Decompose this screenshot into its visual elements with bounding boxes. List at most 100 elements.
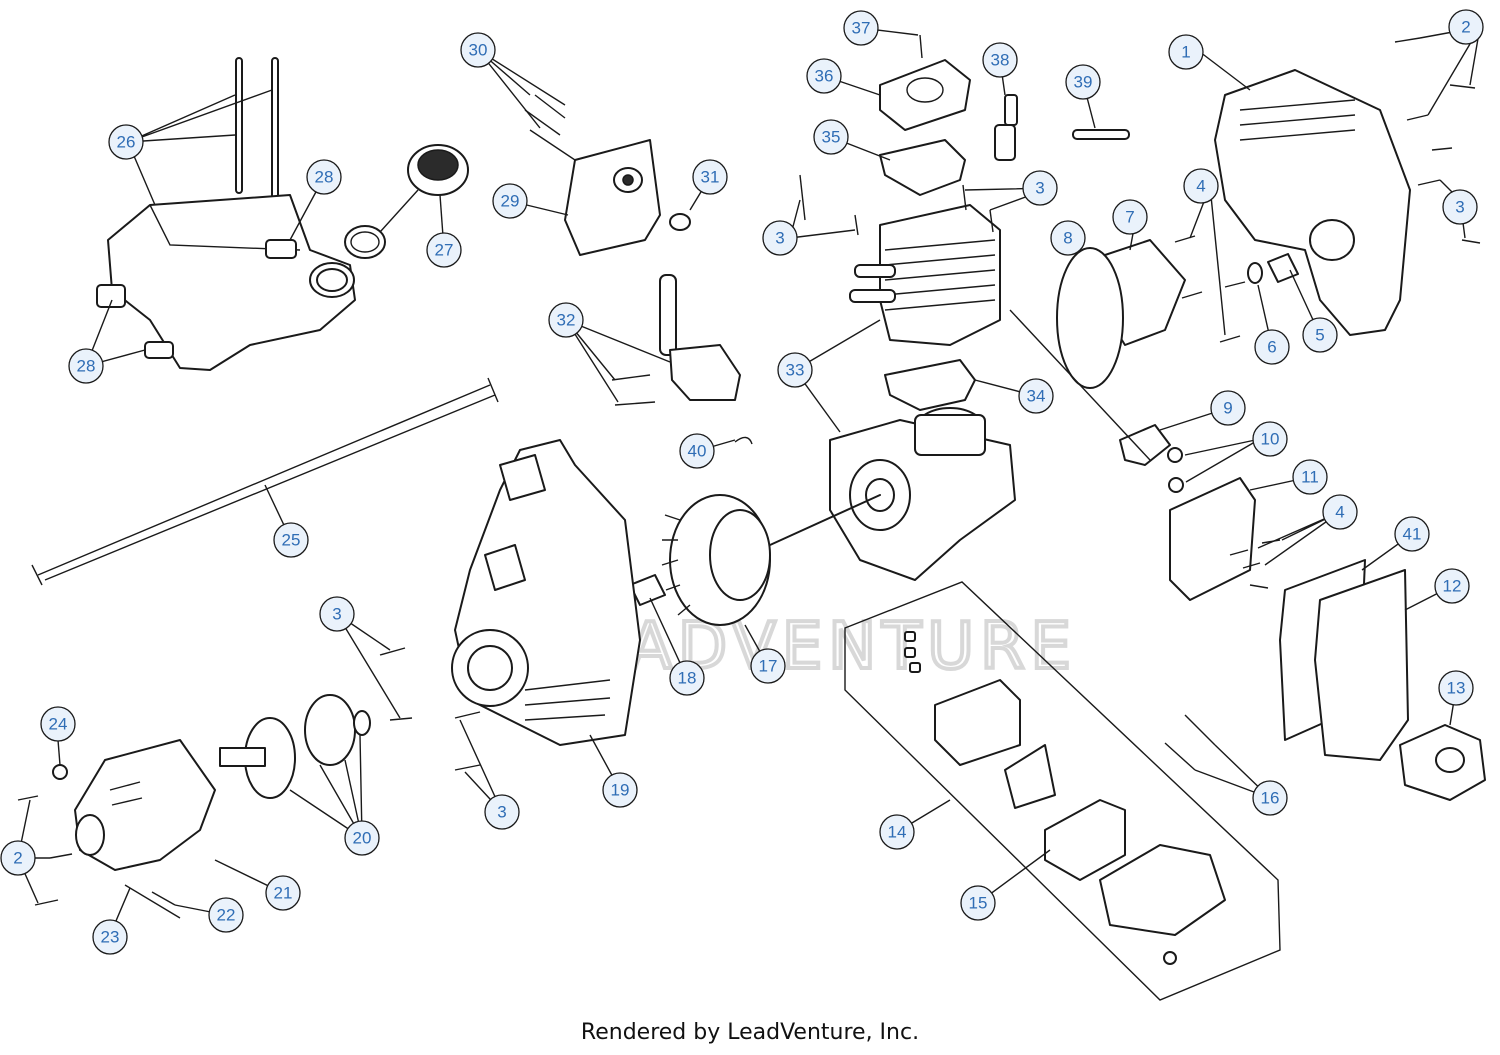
callout-4: 4 [1322, 494, 1358, 530]
part-17-flywheel [661, 494, 771, 626]
part-9-gasket [1119, 424, 1171, 466]
part-39-pin [1072, 129, 1130, 140]
callout-30: 30 [460, 32, 496, 68]
svg-text:13: 13 [1447, 679, 1466, 698]
callout-4: 4 [1183, 168, 1219, 204]
part-15-filter-element [1044, 799, 1126, 881]
callout-3: 3 [762, 220, 798, 256]
callout-27: 27 [426, 232, 462, 268]
callout-35: 35 [813, 119, 849, 155]
credit-text: Rendered by LeadVenture, Inc. [580, 1020, 920, 1045]
part-36-cylinder-cover [879, 59, 971, 131]
part-6-washer [1247, 262, 1263, 284]
svg-text:1: 1 [1181, 43, 1190, 62]
callout-31: 31 [692, 159, 728, 195]
callout-3: 3 [1022, 170, 1058, 206]
part-11-carb-housing [1169, 477, 1256, 601]
callout-37: 37 [843, 10, 879, 46]
svg-text:20: 20 [353, 829, 372, 848]
part-21-gear-head [74, 739, 216, 871]
svg-text:35: 35 [822, 128, 841, 147]
callout-7: 7 [1112, 199, 1148, 235]
svg-text:3: 3 [497, 803, 506, 822]
callout-20: 20 [344, 820, 380, 856]
svg-text:28: 28 [77, 357, 96, 376]
part-40-clip [734, 436, 753, 445]
part-32-ignition-coil [611, 274, 741, 406]
part-20-clutch [219, 694, 371, 799]
svg-text:6: 6 [1267, 338, 1276, 357]
svg-text:25: 25 [282, 531, 301, 550]
svg-text:39: 39 [1074, 73, 1093, 92]
part-3-screws-cylinder [799, 34, 994, 236]
svg-text:7: 7 [1125, 208, 1134, 227]
svg-text:38: 38 [991, 51, 1010, 70]
svg-text:3: 3 [1455, 198, 1464, 217]
svg-text:41: 41 [1403, 525, 1422, 544]
svg-text:5: 5 [1315, 326, 1324, 345]
callout-19: 19 [602, 772, 638, 808]
svg-text:28: 28 [315, 168, 334, 187]
part-5-fitting [1267, 253, 1299, 283]
svg-text:3: 3 [1035, 179, 1044, 198]
svg-text:8: 8 [1063, 229, 1072, 248]
callout-10: 10 [1252, 421, 1288, 457]
svg-text:30: 30 [469, 41, 488, 60]
svg-text:36: 36 [815, 67, 834, 86]
part-14-air-filter-housing [904, 631, 1056, 809]
part-2-screws-housing [1394, 37, 1481, 244]
callout-13: 13 [1438, 670, 1474, 706]
svg-text:26: 26 [117, 133, 136, 152]
part-14-screw [1163, 951, 1177, 965]
svg-text:3: 3 [332, 605, 341, 624]
callout-17: 17 [750, 648, 786, 684]
part-25-throttle-cable [31, 377, 499, 586]
svg-text:3: 3 [775, 229, 784, 248]
svg-text:14: 14 [888, 823, 907, 842]
svg-text:12: 12 [1443, 577, 1462, 596]
callout-36: 36 [806, 58, 842, 94]
callout-38: 38 [982, 42, 1018, 78]
callout-28: 28 [306, 159, 342, 195]
svg-text:9: 9 [1223, 399, 1232, 418]
part-1-engine-housing [1214, 69, 1411, 336]
svg-text:18: 18 [678, 669, 697, 688]
callout-22: 22 [208, 897, 244, 933]
svg-text:22: 22 [217, 906, 236, 925]
part-24-nut [52, 764, 68, 780]
svg-text:40: 40 [688, 442, 707, 461]
part-29-filter-plate [524, 94, 661, 256]
callout-3: 3 [319, 596, 355, 632]
svg-text:15: 15 [969, 894, 988, 913]
part-27-fuel-cap [344, 144, 469, 259]
callout-5: 5 [1302, 317, 1338, 353]
svg-text:16: 16 [1261, 789, 1280, 808]
callout-33: 33 [777, 352, 813, 388]
part-22-screw [151, 891, 176, 906]
callout-8: 8 [1050, 220, 1086, 256]
part-12-shield [1314, 569, 1409, 761]
callout-6: 6 [1254, 329, 1290, 365]
part-35-gasket [879, 139, 966, 196]
callout-15: 15 [960, 885, 996, 921]
part-16-screws [1164, 714, 1216, 771]
part-14-kit-outline [844, 581, 1281, 1001]
callout-40: 40 [679, 433, 715, 469]
part-26-fuel-tubes [235, 57, 279, 209]
part-10-nut [1167, 447, 1183, 463]
svg-text:19: 19 [611, 781, 630, 800]
callout-16: 16 [1252, 780, 1288, 816]
svg-text:29: 29 [501, 192, 520, 211]
part-3-screws-housing [379, 647, 481, 771]
callout-21: 21 [265, 875, 301, 911]
svg-text:11: 11 [1301, 468, 1319, 487]
callout-26: 26 [108, 124, 144, 160]
part-8-seal [1056, 247, 1124, 389]
part-31-o-ring [669, 213, 691, 231]
callout-3: 3 [1442, 189, 1478, 225]
svg-text:37: 37 [852, 19, 871, 38]
svg-text:31: 31 [701, 168, 720, 187]
svg-text:17: 17 [759, 657, 778, 676]
part-34-gasket [884, 359, 976, 411]
